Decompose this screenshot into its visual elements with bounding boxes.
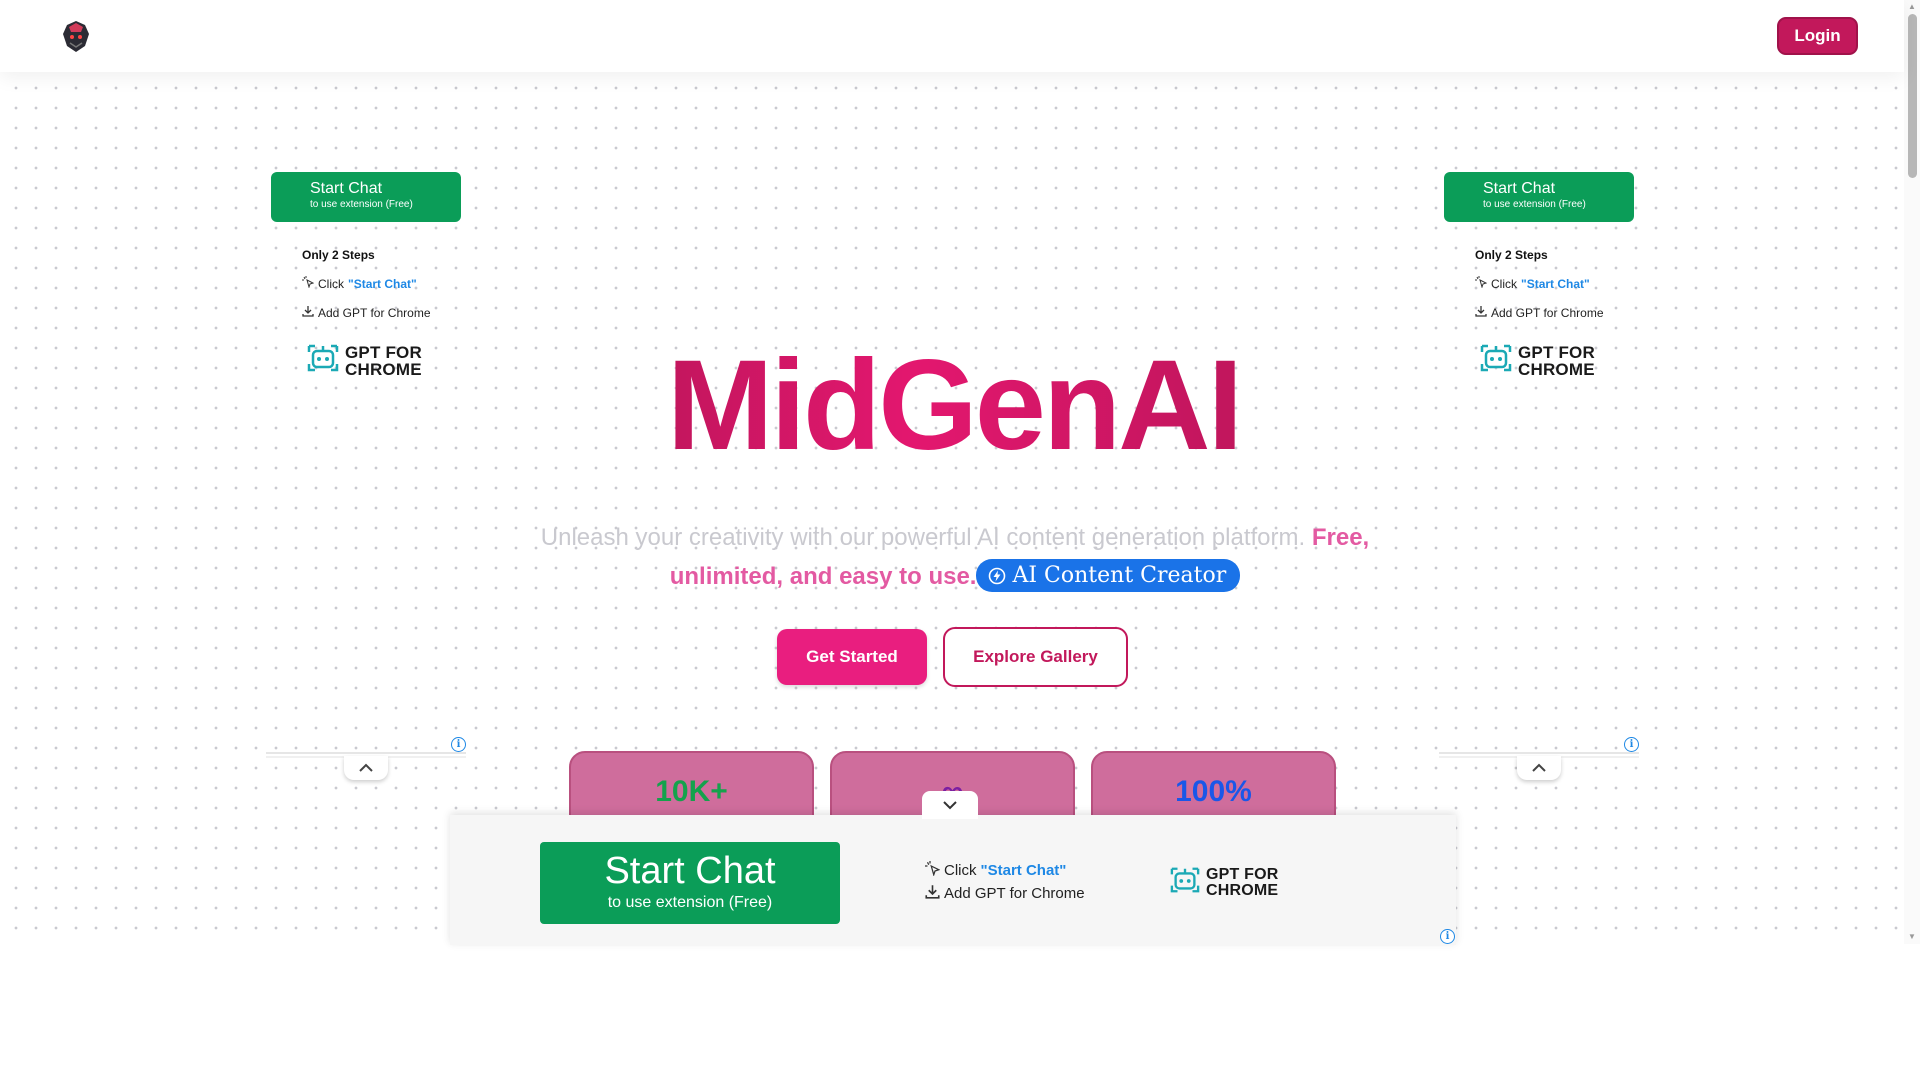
- badge-label: AI Content Creator: [1012, 563, 1227, 589]
- step-click-prefix: Click: [318, 276, 344, 291]
- brand-line2: CHROME: [1206, 881, 1279, 899]
- step-add: Add GPT for Chrome: [1475, 305, 1634, 320]
- step-click-prefix: Click: [1491, 276, 1517, 291]
- info-icon[interactable]: i: [451, 737, 466, 752]
- hero-subtitle: Unleash your creativity with our powerfu…: [525, 518, 1385, 596]
- step-click-highlight: "Start Chat": [1521, 276, 1590, 291]
- start-chat-title: Start Chat: [1483, 180, 1556, 197]
- gpt-for-chrome-text: GPT FOR CHROME: [345, 344, 422, 378]
- chevron-up-icon[interactable]: [344, 756, 388, 780]
- scrollbar-thumb[interactable]: [1908, 14, 1917, 178]
- robot-icon: [307, 342, 339, 379]
- start-chat-title: Start Chat: [604, 850, 776, 892]
- start-chat-button[interactable]: Start Chat to use extension (Free): [271, 172, 461, 222]
- gpt-for-chrome-text: GPT FOR CHROME: [1206, 865, 1279, 899]
- hero-subtitle-plain: Unleash your creativity with our powerfu…: [540, 524, 1312, 551]
- gpt-for-chrome-logo: GPT FOR CHROME: [307, 342, 461, 379]
- step-click: Click "Start Chat": [302, 276, 461, 291]
- step-add: Add GPT for Chrome: [302, 305, 461, 320]
- step-click-highlight: "Start Chat": [348, 276, 417, 291]
- steps-title: Only 2 Steps: [1475, 248, 1548, 262]
- stat-card: 100%: [1091, 751, 1336, 821]
- brand-line1: GPT FOR: [345, 342, 422, 362]
- download-icon: [925, 884, 940, 903]
- step-add: Add GPT for Chrome: [925, 884, 1085, 903]
- brand-line2: CHROME: [345, 359, 422, 379]
- scrollbar-track[interactable]: [1904, 0, 1920, 944]
- step-click-highlight: "Start Chat": [980, 862, 1067, 879]
- step-add-label: Add GPT for Chrome: [944, 885, 1085, 902]
- brand-line1: GPT FOR: [1518, 342, 1595, 362]
- step-add-label: Add GPT for Chrome: [1491, 305, 1604, 320]
- step-click-prefix: Click: [944, 862, 977, 879]
- start-chat-subtitle: to use extension (Free): [607, 894, 773, 911]
- gpt-for-chrome-text: GPT FOR CHROME: [1518, 344, 1595, 378]
- bottom-steps: Click "Start Chat" Add GPT for Chrome: [925, 861, 1085, 907]
- brand-line2: CHROME: [1518, 359, 1595, 379]
- bottom-ad-banner: Start Chat to use extension (Free) Click…: [450, 815, 1456, 945]
- click-icon: [302, 276, 315, 291]
- gpt-for-chrome-logo: GPT FOR CHROME: [1480, 342, 1634, 379]
- start-chat-button[interactable]: Start Chat to use extension (Free): [540, 842, 840, 924]
- step-click: Click "Start Chat": [925, 861, 1085, 880]
- click-icon: [925, 861, 941, 880]
- stat-card: 10K+: [569, 751, 814, 821]
- ai-content-creator-badge[interactable]: AI Content Creator: [976, 559, 1241, 593]
- bolt-icon: [989, 567, 1006, 584]
- robot-icon: [1480, 342, 1512, 379]
- gpt-for-chrome-logo: GPT FOR CHROME: [1170, 865, 1279, 900]
- download-icon: [1475, 305, 1487, 320]
- step-add-label: Add GPT for Chrome: [318, 305, 431, 320]
- start-chat-button[interactable]: Start Chat to use extension (Free): [1444, 172, 1634, 222]
- start-chat-title: Start Chat: [310, 180, 383, 197]
- top-header: Login: [0, 0, 1904, 72]
- app-logo-icon[interactable]: [60, 18, 92, 54]
- step-click: Click "Start Chat": [1475, 276, 1634, 291]
- click-icon: [1475, 276, 1488, 291]
- get-started-button[interactable]: Get Started: [777, 629, 927, 685]
- hero-subtitle-highlight: Free, unlimited, and easy to use.: [669, 524, 1370, 590]
- left-side-ad: Start Chat to use extension (Free) Only …: [271, 172, 461, 379]
- login-button[interactable]: Login: [1777, 17, 1858, 55]
- brand-line1: GPT FOR: [1206, 865, 1279, 883]
- scroll-up-arrow[interactable]: ▲: [1908, 2, 1916, 11]
- start-chat-subtitle: to use extension (Free): [1483, 199, 1586, 210]
- chevron-up-icon[interactable]: [1517, 756, 1561, 780]
- robot-icon: [1170, 865, 1200, 900]
- steps-title: Only 2 Steps: [302, 248, 375, 262]
- info-icon[interactable]: i: [1440, 929, 1455, 944]
- chevron-down-icon[interactable]: [922, 791, 978, 819]
- explore-gallery-button[interactable]: Explore Gallery: [943, 627, 1128, 687]
- info-icon[interactable]: i: [1624, 737, 1639, 752]
- download-icon: [302, 305, 314, 320]
- start-chat-subtitle: to use extension (Free): [310, 199, 413, 210]
- hero-title: MidGenAI: [560, 342, 1347, 470]
- scroll-down-arrow[interactable]: ▼: [1908, 932, 1916, 941]
- right-side-ad: Start Chat to use extension (Free) Only …: [1444, 172, 1634, 379]
